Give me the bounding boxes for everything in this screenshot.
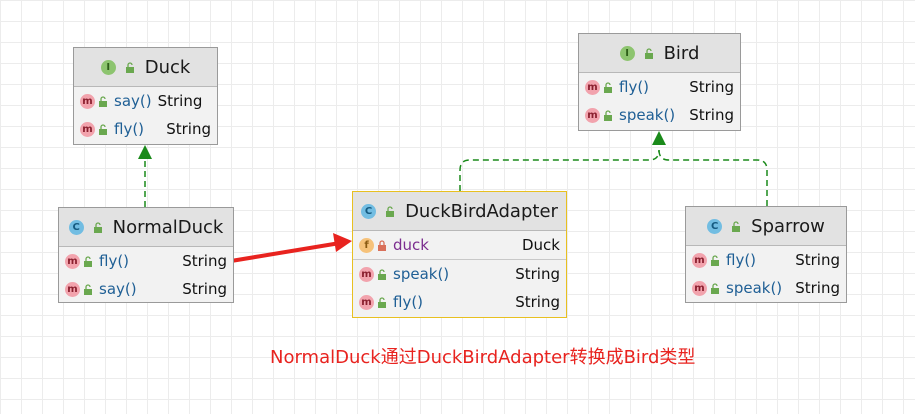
- class-box-normalduck[interactable]: C NormalDuck m fly() String m say() Stri…: [58, 207, 234, 303]
- method-name: say(): [99, 280, 137, 298]
- method-row[interactable]: m fly() String: [74, 115, 217, 143]
- unlock-icon: [99, 95, 107, 107]
- realization-arrowhead-duck: [138, 145, 152, 159]
- unlock-icon: [378, 296, 386, 308]
- method-icon: m: [585, 79, 600, 95]
- method-row[interactable]: m speak() String: [579, 101, 740, 129]
- interface-icon: I: [100, 59, 116, 75]
- class-header-duckbirdadapter: C DuckBirdAdapter: [353, 192, 566, 231]
- unlock-icon: [732, 220, 741, 232]
- class-header-sparrow: C Sparrow: [686, 207, 846, 246]
- method-type: String: [689, 78, 734, 96]
- field-icon: f: [359, 237, 374, 253]
- method-icon: m: [692, 280, 707, 296]
- method-type: String: [795, 279, 840, 297]
- method-name: speak(): [619, 106, 676, 124]
- method-row[interactable]: m fly() String: [579, 73, 740, 101]
- class-name: NormalDuck: [112, 216, 224, 238]
- unlock-icon: [644, 47, 653, 59]
- method-row[interactable]: m say() String: [74, 87, 217, 115]
- method-type: String: [157, 92, 203, 110]
- method-name: fly(): [726, 251, 757, 269]
- unlock-icon: [84, 283, 92, 295]
- method-icon: m: [80, 93, 95, 109]
- class-name: DuckBirdAdapter: [405, 200, 558, 222]
- method-row[interactable]: m fly() String: [59, 247, 233, 275]
- association-line-normalduck-adapter: [230, 241, 341, 263]
- unlock-icon: [604, 109, 612, 121]
- method-type: String: [182, 252, 227, 270]
- method-row[interactable]: m speak() String: [353, 260, 566, 288]
- lock-icon: [378, 239, 386, 251]
- method-name: fly(): [99, 252, 130, 270]
- class-box-duckbirdadapter[interactable]: C DuckBirdAdapter f duck Duck m speak() …: [352, 191, 567, 318]
- method-icon: m: [65, 253, 80, 269]
- method-name: say(): [114, 92, 152, 110]
- class-box-duck[interactable]: I Duck m say() String m fly() String: [73, 47, 218, 145]
- unlock-icon: [386, 205, 395, 217]
- method-type: String: [515, 265, 560, 283]
- method-type: String: [795, 251, 840, 269]
- realization-arrowhead-bird: [652, 131, 666, 145]
- method-icon: m: [359, 294, 374, 310]
- unlock-icon: [99, 123, 107, 135]
- method-row[interactable]: m fly() String: [686, 246, 846, 274]
- realization-line-sparrow-bird: [658, 149, 768, 206]
- class-icon: C: [707, 218, 723, 234]
- class-name: Duck: [144, 56, 191, 78]
- class-name: Bird: [663, 42, 700, 64]
- interface-icon: I: [619, 45, 635, 61]
- field-type: Duck: [522, 236, 560, 254]
- method-name: fly(): [114, 120, 145, 138]
- class-header-bird: I Bird: [579, 34, 740, 73]
- class-box-sparrow[interactable]: C Sparrow m fly() String m speak() Strin…: [685, 206, 847, 303]
- field-row[interactable]: f duck Duck: [353, 231, 566, 259]
- class-icon: C: [361, 203, 377, 219]
- method-icon: m: [692, 252, 707, 268]
- diagram-caption: NormalDuck通过DuckBirdAdapter转换成Bird类型: [270, 347, 696, 368]
- class-header-duck: I Duck: [74, 48, 217, 87]
- method-type: String: [515, 293, 560, 311]
- method-name: speak(): [393, 265, 450, 283]
- unlock-icon: [378, 268, 386, 280]
- method-icon: m: [585, 107, 600, 123]
- unlock-icon: [711, 254, 719, 266]
- class-icon: C: [68, 219, 84, 235]
- method-icon: m: [359, 266, 374, 282]
- method-row[interactable]: m speak() String: [686, 274, 846, 302]
- unlock-icon: [604, 81, 612, 93]
- field-name: duck: [393, 236, 429, 254]
- unlock-icon: [84, 255, 92, 267]
- class-name: Sparrow: [751, 215, 825, 237]
- method-type: String: [166, 120, 211, 138]
- compartment-divider: [353, 259, 566, 260]
- method-row[interactable]: m fly() String: [353, 288, 566, 316]
- method-name: fly(): [393, 293, 424, 311]
- method-icon: m: [65, 281, 80, 297]
- method-icon: m: [80, 121, 95, 137]
- method-type: String: [182, 280, 227, 298]
- realization-line-adapter-bird: [459, 149, 660, 191]
- class-header-normalduck: C NormalDuck: [59, 208, 233, 247]
- method-name: speak(): [726, 279, 783, 297]
- unlock-icon: [125, 61, 134, 73]
- method-name: fly(): [619, 78, 650, 96]
- association-arrowhead-adapter: [333, 233, 352, 252]
- class-box-bird[interactable]: I Bird m fly() String m speak() String: [578, 33, 741, 131]
- method-type: String: [689, 106, 734, 124]
- method-row[interactable]: m say() String: [59, 275, 233, 303]
- unlock-icon: [93, 221, 102, 233]
- unlock-icon: [711, 282, 719, 294]
